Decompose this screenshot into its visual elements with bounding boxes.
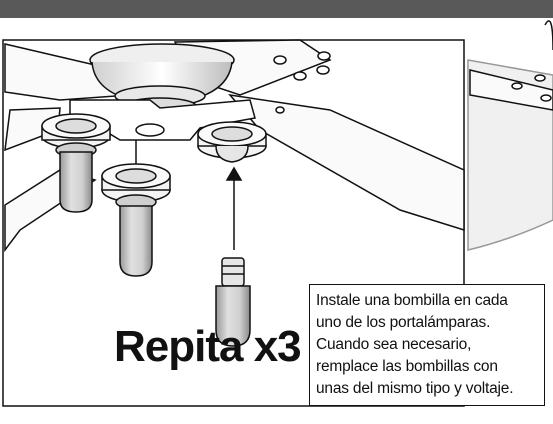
instruction-text-box: Instale una bombilla en cada uno de los … [309,284,545,406]
bulb-icon [59,151,93,213]
arrow-icon [225,166,243,250]
socket-icon [197,121,267,163]
repeat-label: Repita x3 [114,322,302,371]
secondary-panel [467,20,553,251]
instruction-line: Cuando sea necesario, [316,336,472,353]
socket-icon [41,113,111,158]
header-bar [0,0,553,18]
instruction-line: uno de los portalámparas. [316,314,491,331]
bulb-icon [215,257,251,347]
instruction-line: unas del mismo tipo y voltaje. [316,380,514,397]
instruction-line: Instale una bombilla en cada [316,292,508,309]
instruction-line: remplace las bombillas con [316,358,498,375]
bulb-icon [119,205,153,277]
blade-hole-icon [273,51,331,114]
